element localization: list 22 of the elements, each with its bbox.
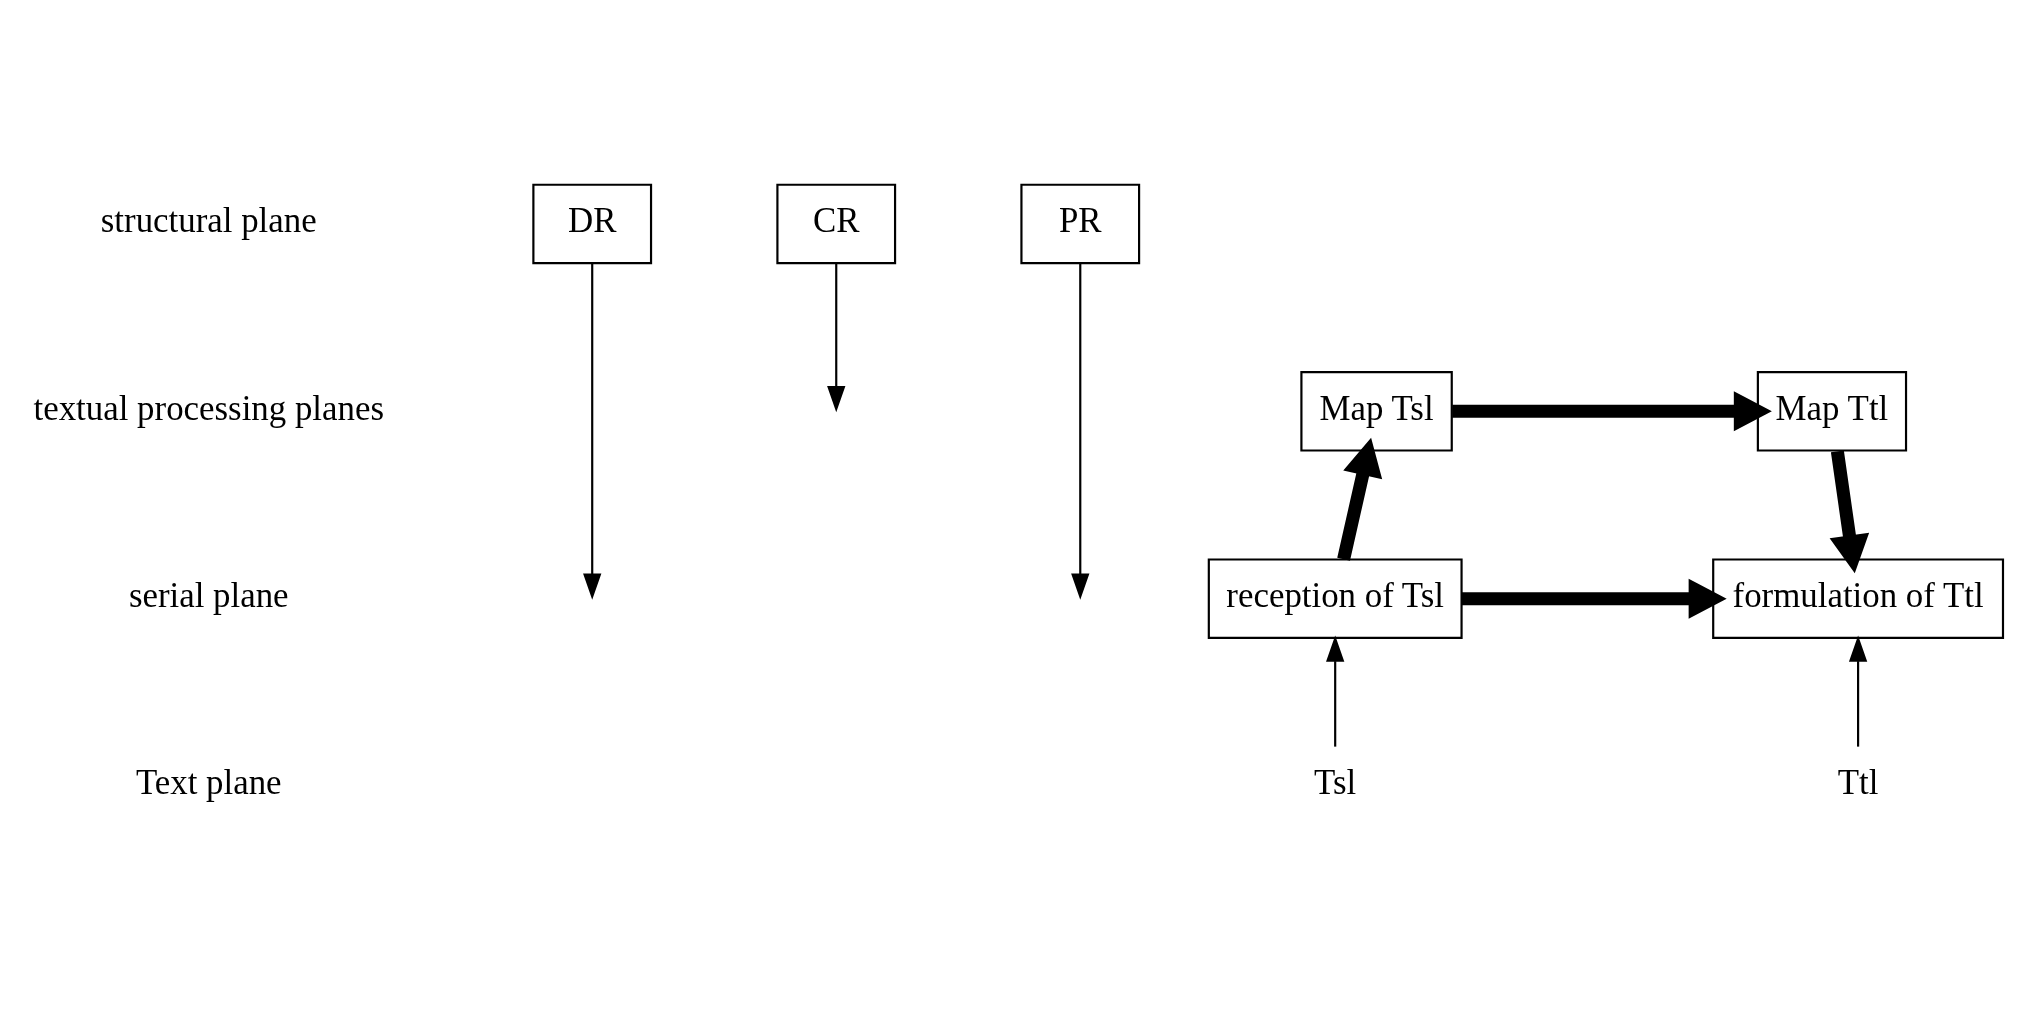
node-box: Map Tsl bbox=[1300, 371, 1453, 452]
label: Text plane bbox=[135, 763, 282, 803]
arrow bbox=[1071, 263, 1090, 600]
arrow bbox=[1829, 450, 1870, 574]
arrow bbox=[583, 263, 602, 600]
label: serial plane bbox=[128, 575, 289, 615]
arrow bbox=[1337, 437, 1383, 561]
node-box: CR bbox=[776, 183, 897, 265]
node-box: DR bbox=[532, 183, 653, 265]
label: textual processing planes bbox=[33, 388, 384, 428]
node-box: Map Ttl bbox=[1756, 371, 1908, 452]
node-text: Ttl bbox=[1837, 763, 1879, 803]
node-box: formulation of Ttl bbox=[1712, 558, 2005, 639]
arrow bbox=[1848, 635, 1868, 747]
arrow bbox=[1326, 635, 1345, 747]
arrow bbox=[1452, 391, 1772, 432]
arrow bbox=[1461, 578, 1727, 619]
arrow bbox=[827, 264, 846, 413]
node-box: PR bbox=[1020, 183, 1141, 265]
label: structural plane bbox=[100, 201, 317, 241]
node-box: reception of Tsl bbox=[1207, 558, 1463, 639]
node-text: Tsl bbox=[1314, 763, 1357, 803]
